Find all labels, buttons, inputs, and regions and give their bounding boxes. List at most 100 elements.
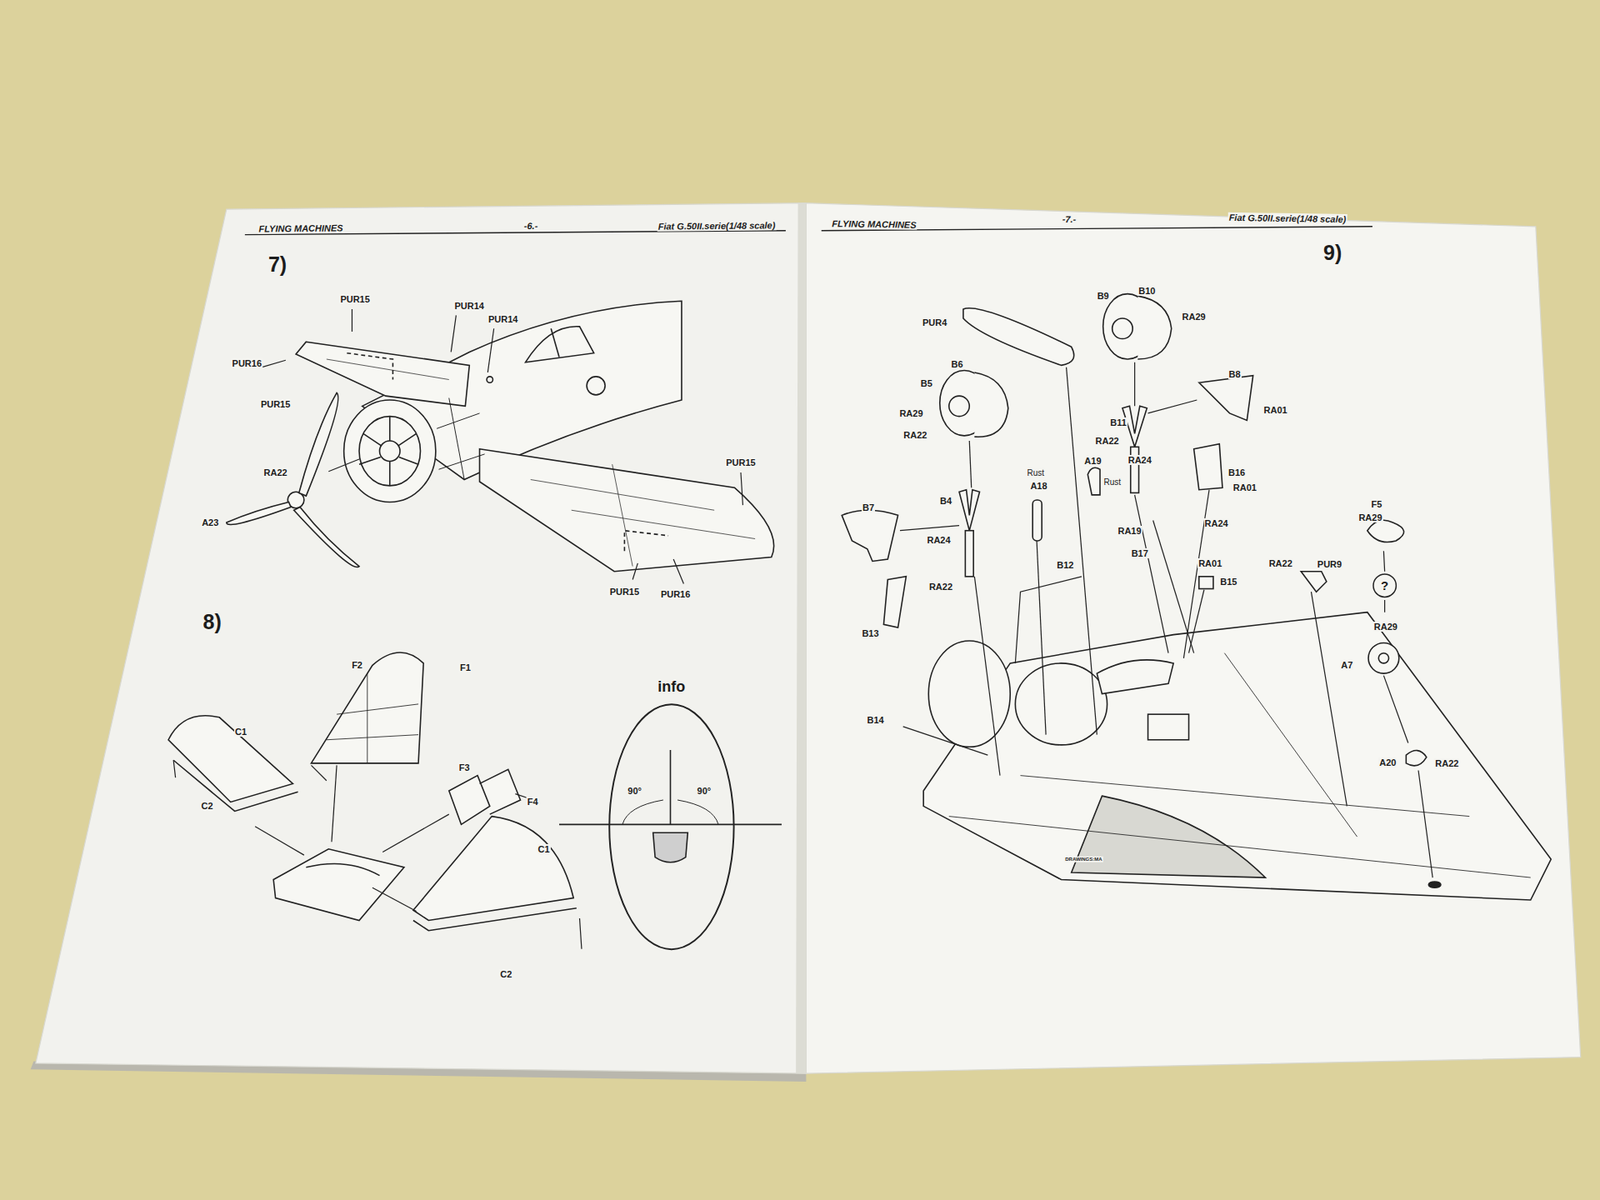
leader-arrows: [260, 309, 743, 584]
angle-label: 90°: [627, 785, 642, 796]
angle-label: 90°: [697, 785, 712, 796]
part-number: C1: [234, 726, 248, 737]
leader: [450, 315, 456, 352]
arrow: [1183, 490, 1210, 659]
arrow: [974, 576, 1000, 776]
aircraft-drawing: [226, 300, 775, 571]
door-part: [1194, 444, 1223, 490]
question-mark: ?: [1380, 579, 1389, 594]
header-text: Fiat G.50II.serie(1/48 scale): [656, 220, 776, 232]
part-number: C1: [537, 844, 551, 855]
gear-door: [1199, 375, 1254, 421]
fuselage-section: [653, 832, 689, 863]
right-page: [805, 203, 1580, 1074]
propeller-blade: [299, 392, 339, 496]
part-number: RA22: [928, 581, 954, 592]
step-number: 7): [267, 254, 288, 278]
arrow: [1383, 550, 1433, 878]
cowl-lines: [436, 398, 485, 480]
pipe: [1032, 500, 1042, 541]
undercarriage-drawing: [841, 294, 1551, 900]
fin: [310, 652, 424, 764]
page-number: -7.-: [1061, 214, 1078, 225]
leader: [328, 459, 360, 472]
small-part: [1199, 576, 1214, 590]
part-number: PUR14: [454, 300, 485, 311]
part-number: PUR15: [725, 457, 756, 468]
propeller-blade: [294, 507, 360, 568]
wheel-well: [1096, 660, 1174, 695]
header-text: Fiat G.50II.serie(1/48 scale): [1228, 212, 1348, 225]
left-wing: [295, 341, 470, 406]
part-number: B14: [866, 715, 885, 725]
part-number: PUR14: [487, 314, 519, 325]
info-ellipse: info 90° 90°: [608, 675, 735, 952]
assembly-arrows: [173, 760, 582, 950]
part-number: RA19: [1116, 525, 1142, 536]
arrow: [1310, 591, 1347, 806]
wheel-half: [974, 372, 1008, 437]
part-number: RA01: [1232, 482, 1258, 493]
fin-ribs: [326, 673, 419, 764]
header-text: FLYING MACHINES: [258, 223, 345, 235]
detail: [486, 376, 493, 383]
part-number: PUR15: [339, 294, 370, 305]
wheel-well: [1015, 663, 1107, 745]
leader: [260, 360, 285, 368]
leader: [740, 472, 743, 505]
ellipse-border: [609, 704, 734, 950]
part-number: RA01: [1263, 405, 1289, 415]
angle-arc: [622, 800, 719, 825]
right-wing: [480, 449, 775, 572]
part-number: B13: [860, 628, 880, 639]
propeller-blade: [226, 501, 291, 525]
arrow: [969, 440, 971, 488]
stabilizer-right: [413, 816, 574, 921]
part-number: RA01: [1197, 558, 1223, 569]
arrow: [310, 765, 326, 780]
part-number: B12: [1055, 560, 1075, 570]
arrow: [255, 826, 305, 855]
leader: [632, 559, 684, 584]
part-number: PUR16: [660, 589, 691, 600]
arrow: [1066, 367, 1098, 735]
arrow: [1148, 400, 1198, 414]
part-number: PUR16: [231, 358, 263, 369]
left-page: [35, 203, 806, 1074]
page-number: -6.-: [522, 220, 539, 230]
tail-wheel-hub: [1378, 653, 1389, 664]
part-number: F4: [526, 796, 540, 807]
arrow: [382, 814, 450, 852]
tail-wheel-mount: [1405, 750, 1426, 766]
elevator-right: [413, 908, 577, 931]
arrow: [173, 760, 582, 950]
assembly-arrows: [900, 362, 1433, 878]
note-text: Rust: [1102, 476, 1122, 486]
info-heading: info: [657, 679, 685, 696]
part-number: RA22: [1268, 558, 1294, 569]
circle-border: [1373, 574, 1396, 597]
part-number: B7: [861, 502, 875, 513]
part-number: F3: [458, 762, 471, 773]
arrow: [1189, 590, 1205, 654]
part-number: RA24: [1204, 518, 1230, 529]
part-number: RA22: [263, 467, 289, 478]
part-number: B17: [1130, 548, 1150, 559]
part-number: PUR15: [260, 399, 291, 410]
part-number: RA22: [1095, 435, 1120, 446]
question-circle: ?: [1372, 573, 1397, 598]
part-number: RA22: [1434, 758, 1460, 769]
part-number: B6: [950, 359, 965, 370]
panel-line: [949, 653, 1531, 878]
part-number: A19: [1083, 455, 1102, 466]
part-number: RA24: [925, 535, 951, 545]
canopy-frame: [550, 328, 560, 357]
wheel-half: [1137, 295, 1171, 360]
hatch: [1148, 714, 1190, 740]
leader: [351, 309, 353, 332]
part-number: F1: [459, 662, 472, 673]
wheel-hub: [1112, 318, 1133, 339]
fork: [959, 490, 980, 531]
